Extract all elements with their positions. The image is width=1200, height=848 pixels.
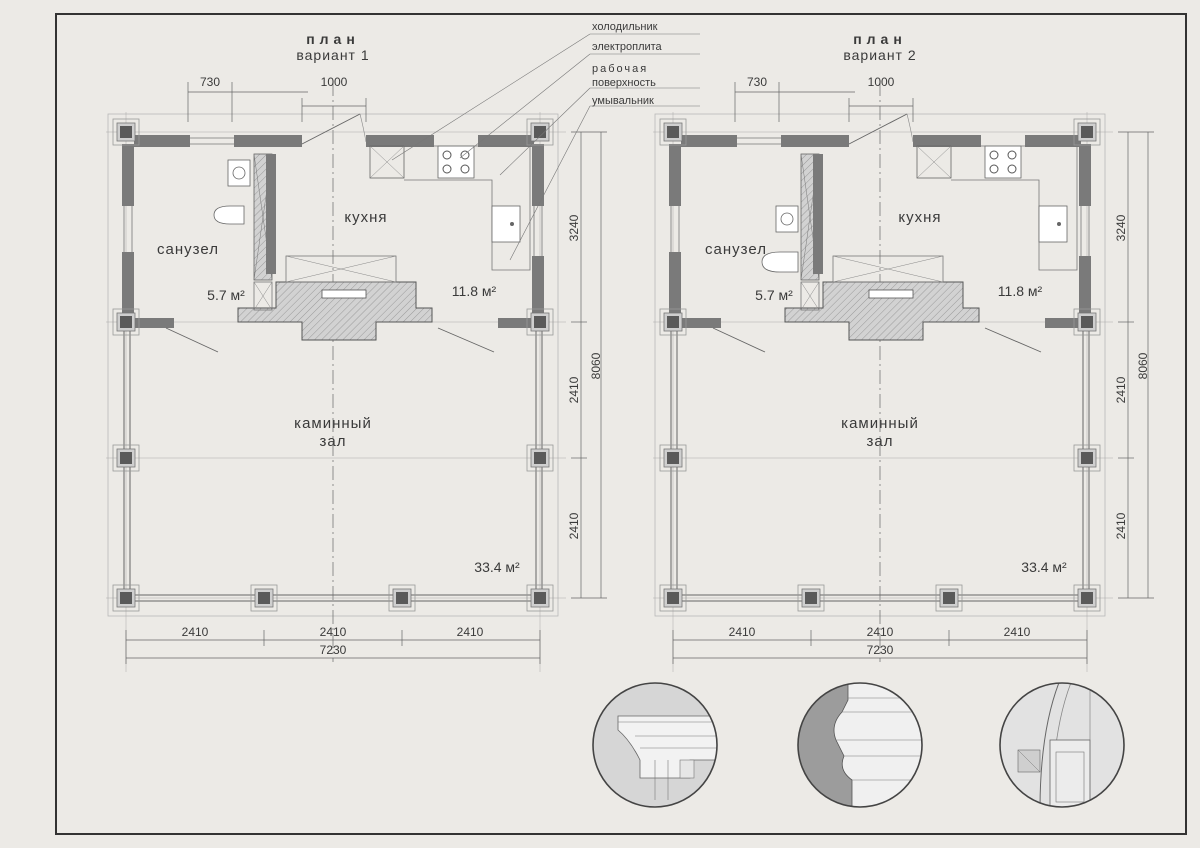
dim-top-b-2: 1000 (868, 75, 895, 89)
fridge-fixture-2 (916, 145, 952, 179)
plan-variant-1: план вариант 1 санузел кухня каминный за… (106, 31, 607, 672)
dim-bottom-1: 2410 (182, 625, 209, 639)
dim-right-1: 3240 (567, 214, 581, 241)
dim-right-3-2: 2410 (1114, 512, 1128, 539)
dim-bottom-3-2: 2410 (1004, 625, 1031, 639)
legend-fridge: холодильник (592, 21, 658, 33)
dim-bottom-2-2: 2410 (867, 625, 894, 639)
detail-cornice-2 (797, 682, 923, 808)
fridge-fixture (369, 145, 405, 179)
dim-right-3: 2410 (567, 512, 581, 539)
dim-top-a: 730 (200, 75, 220, 89)
dim-right-total: 8060 (589, 352, 603, 379)
room-label-hall-2: зал (320, 433, 347, 450)
plan-title-2: план (853, 31, 907, 47)
area-kitchen: 11.8 м² (452, 283, 497, 299)
dim-bottom-total-2: 7230 (867, 643, 894, 657)
fixture-legend: холодильник электроплита рабочая поверхн… (391, 21, 700, 261)
dim-top-a-2: 730 (747, 75, 767, 89)
plan-variant-2: план вариант 2 санузел кухня каминный за… (653, 31, 1154, 672)
dim-top-b: 1000 (321, 75, 348, 89)
room-label-bathroom-2: санузел (705, 241, 767, 258)
area-kitchen-2: 11.8 м² (998, 283, 1043, 299)
area-bathroom: 5.7 м² (207, 287, 245, 303)
kitchen-sink-fixture (491, 205, 521, 243)
area-hall: 33.4 м² (474, 559, 520, 575)
legend-sink: умывальник (592, 95, 654, 107)
room-label-hall-2a: каминный (841, 415, 919, 432)
detail-cornice-1 (592, 682, 718, 808)
dim-bottom-1-2: 2410 (729, 625, 756, 639)
toilet-fixture (213, 205, 245, 225)
dim-bottom-2: 2410 (320, 625, 347, 639)
dim-right-total-2: 8060 (1136, 352, 1150, 379)
worktop (404, 145, 531, 271)
legend-worktop-1: рабочая (592, 63, 648, 75)
legend-stove: электроплита (592, 41, 663, 53)
sink-fixture (227, 159, 251, 187)
toilet-fixture-2 (761, 251, 799, 273)
dim-bottom-3: 2410 (457, 625, 484, 639)
kitchen-sink-fixture-2 (1038, 205, 1068, 243)
plan-variant: вариант 1 (296, 47, 369, 63)
legend-worktop-2: поверхность (592, 77, 656, 89)
room-label-kitchen: кухня (344, 209, 387, 226)
sheet-frame (55, 13, 1187, 835)
dim-right-2-2: 2410 (1114, 376, 1128, 403)
room-label-hall-2b: зал (867, 433, 894, 450)
dim-bottom-total: 7230 (320, 643, 347, 657)
dim-right-1-2: 3240 (1114, 214, 1128, 241)
area-hall-2: 33.4 м² (1021, 559, 1067, 575)
room-label-bathroom: санузел (157, 241, 219, 258)
room-label-kitchen-2: кухня (898, 209, 941, 226)
dim-right-2: 2410 (567, 376, 581, 403)
sink-fixture-2 (775, 205, 799, 233)
room-label-hall-1: каминный (294, 415, 372, 432)
detail-arch (999, 682, 1125, 808)
worktop-2 (951, 145, 1078, 271)
plan-title: план (306, 31, 360, 47)
area-bathroom-2: 5.7 м² (755, 287, 793, 303)
stove-fixture-2 (984, 145, 1022, 179)
plan-variant-2-label: вариант 2 (843, 47, 916, 63)
